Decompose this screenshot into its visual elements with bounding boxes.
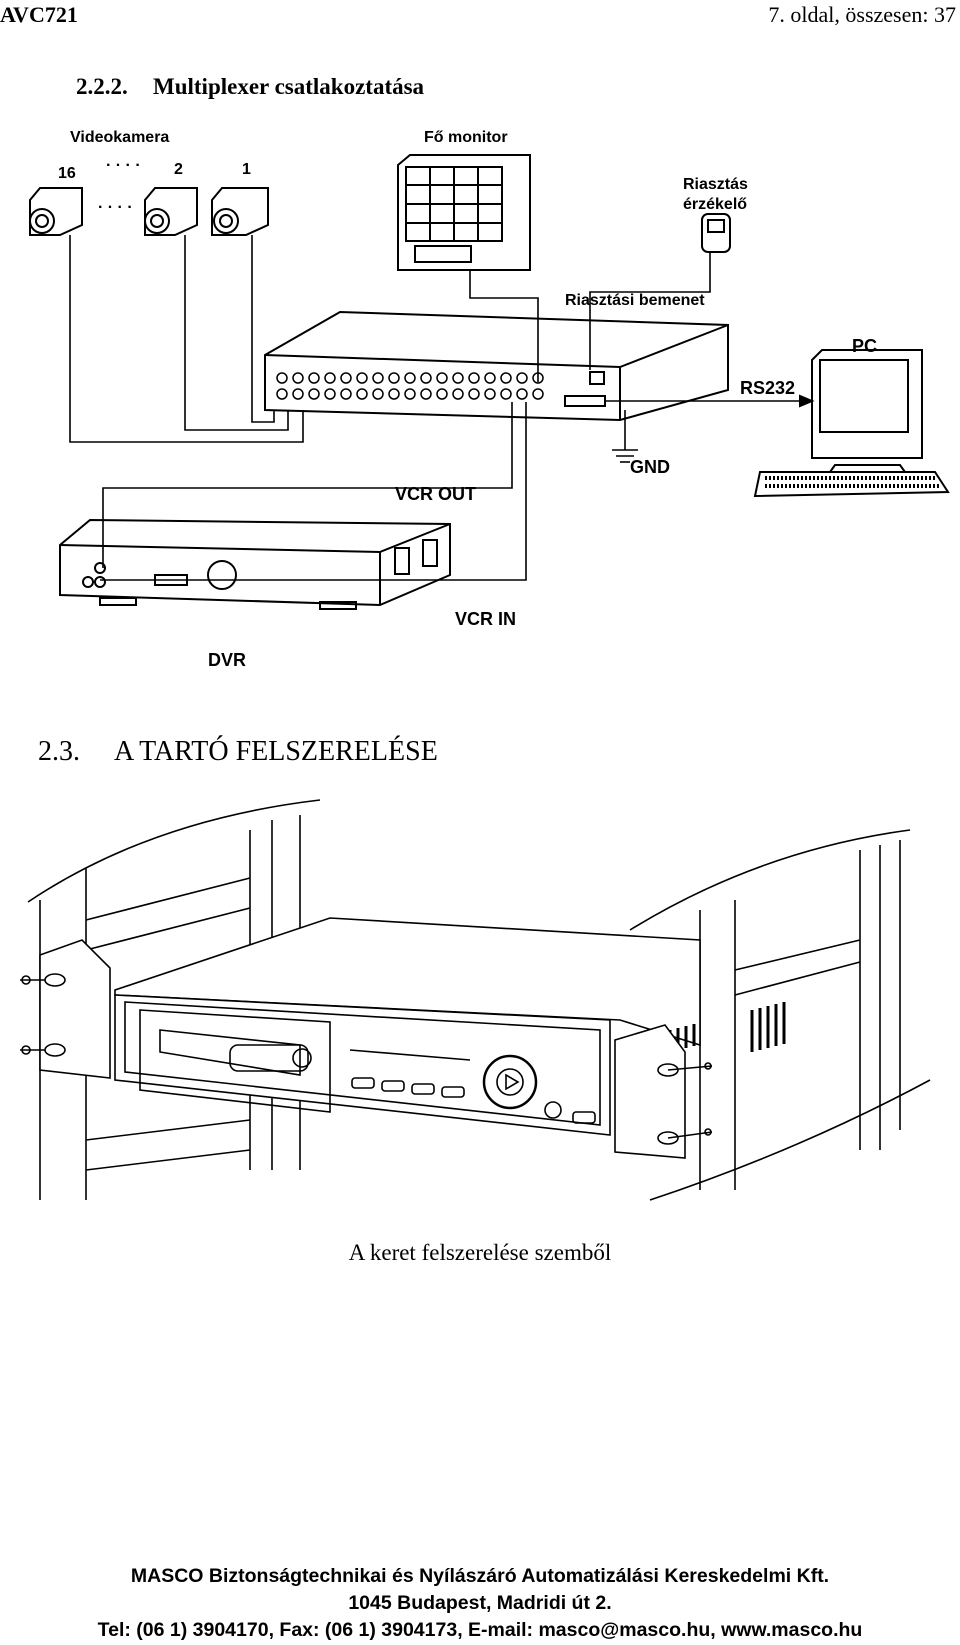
figure-caption: A keret felszerelése szemből: [348, 1240, 612, 1265]
subsection-heading: 2.2.2. Multiplexer csatlakoztatása: [76, 74, 424, 100]
dvr-device: [59, 518, 451, 610]
rack-dvr-device: [114, 917, 701, 1136]
right-rack-frame: [629, 829, 931, 1201]
footer-address: 1045 Budapest, Madridi út 2.: [348, 1592, 612, 1614]
label-gnd: GND: [630, 457, 670, 477]
label-cam-dots-bottom: · · · ·: [98, 199, 133, 216]
multiplexer-connection-diagram: Videokamera 16 · · · · 2 1 · · · · Fő mo…: [29, 129, 950, 670]
main-monitor-icon: [397, 154, 531, 271]
section-heading: 2.3. A TARTÓ FELSZERELÉSE: [38, 736, 438, 768]
label-pc: PC: [852, 336, 877, 356]
alarm-sensor-icon: [701, 213, 731, 253]
label-rs232: RS232: [740, 378, 795, 398]
page-info: 7. oldal, összesen: 37: [768, 2, 956, 27]
subsection-title: Multiplexer csatlakoztatása: [153, 74, 425, 99]
ground-symbol: [612, 449, 638, 463]
label-cam-dots-top: · · · ·: [106, 157, 141, 174]
section-title: A TARTÓ FELSZERELÉSE: [114, 736, 438, 767]
left-mounting-ear: [20, 939, 111, 1079]
camera-2-icon: [144, 187, 198, 236]
section-number: 2.3.: [38, 736, 80, 767]
document-model: AVC721: [0, 2, 78, 27]
right-mounting-ear: [614, 1024, 713, 1159]
label-videokamera: Videokamera: [70, 129, 169, 146]
label-main-monitor: Fő monitor: [424, 129, 508, 146]
label-cam-16: 16: [58, 165, 76, 182]
footer-company: MASCO Biztonságtechnikai és Nyílászáró A…: [130, 1565, 830, 1587]
label-vcr-in: VCR IN: [455, 609, 516, 629]
subsection-number: 2.2.2.: [76, 74, 128, 99]
label-cam-2: 2: [174, 161, 183, 178]
pc-icon: [753, 349, 950, 498]
rack-mounting-illustration: [20, 799, 931, 1201]
camera-16-icon: [29, 187, 83, 236]
label-alarm-sensor-2: érzékelő: [683, 196, 747, 213]
label-dvr: DVR: [208, 650, 246, 670]
footer-contact: Tel: (06 1) 3904170, Fax: (06 1) 3904173…: [97, 1619, 863, 1641]
label-alarm-input: Riasztási bemenet: [565, 292, 705, 309]
label-alarm-sensor-1: Riasztás: [683, 176, 748, 193]
multiplexer-device: [264, 310, 729, 422]
label-vcr-out: VCR OUT: [395, 484, 476, 504]
label-cam-1: 1: [242, 161, 251, 178]
camera-1-icon: [211, 187, 269, 236]
